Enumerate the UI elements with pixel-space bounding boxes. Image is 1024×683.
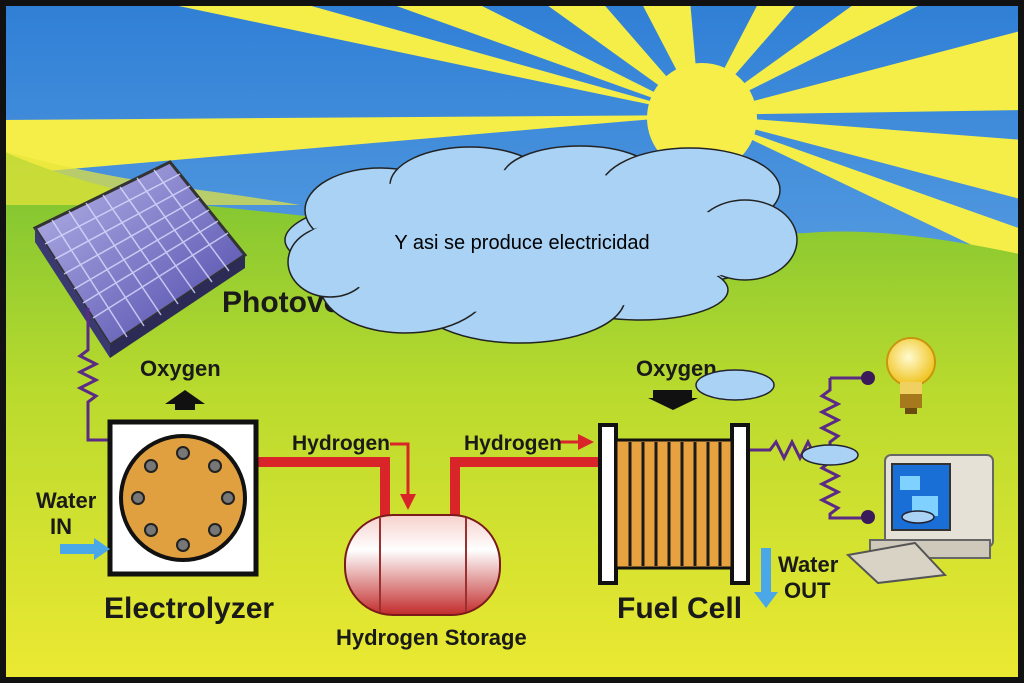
wire-terminal-bottom	[861, 510, 875, 524]
water-out-label-line2: OUT	[784, 578, 831, 603]
electrolyzer-label: Electrolyzer	[104, 592, 274, 625]
hydrogen-arrow-left	[390, 442, 416, 510]
fuel-cell	[598, 423, 750, 585]
hydrogen-label-right: Hydrogen	[464, 432, 562, 455]
oxygen-label-left: Oxygen	[140, 356, 221, 381]
wire-terminal-top	[861, 371, 875, 385]
hydrogen-arrow-right	[560, 434, 594, 450]
hydrogen-pipes	[255, 457, 600, 530]
wires	[76, 308, 866, 520]
hill-left	[0, 150, 300, 205]
light-bulb	[886, 337, 936, 414]
electrolyzer	[107, 419, 259, 577]
water-in-label-line1: Water	[36, 488, 97, 513]
small-cloud-oval-3	[901, 510, 935, 524]
sun	[647, 63, 757, 173]
hydrogen-storage-tank	[344, 514, 501, 616]
cloud-caption: Y asi se produce electricidad	[394, 232, 649, 254]
hydrogen-label-left: Hydrogen	[292, 432, 390, 455]
speech-cloud-fill	[300, 170, 780, 313]
water-in-label-line2: IN	[50, 514, 72, 539]
water-in-arrow	[60, 538, 110, 560]
small-cloud-oval-2	[801, 444, 859, 466]
small-cloud-oval-1	[695, 369, 775, 401]
oxygen-in-arrow	[648, 390, 698, 410]
solar-panel	[32, 160, 248, 358]
computer	[845, 454, 994, 585]
water-out-label-line1: Water	[778, 552, 839, 577]
water-out-arrow	[754, 548, 778, 608]
fuel-cell-label: Fuel Cell	[617, 592, 742, 625]
hydrogen-storage-label: Hydrogen Storage	[336, 625, 527, 650]
oxygen-out-arrow	[165, 390, 205, 410]
sun-rays	[0, 0, 1024, 270]
